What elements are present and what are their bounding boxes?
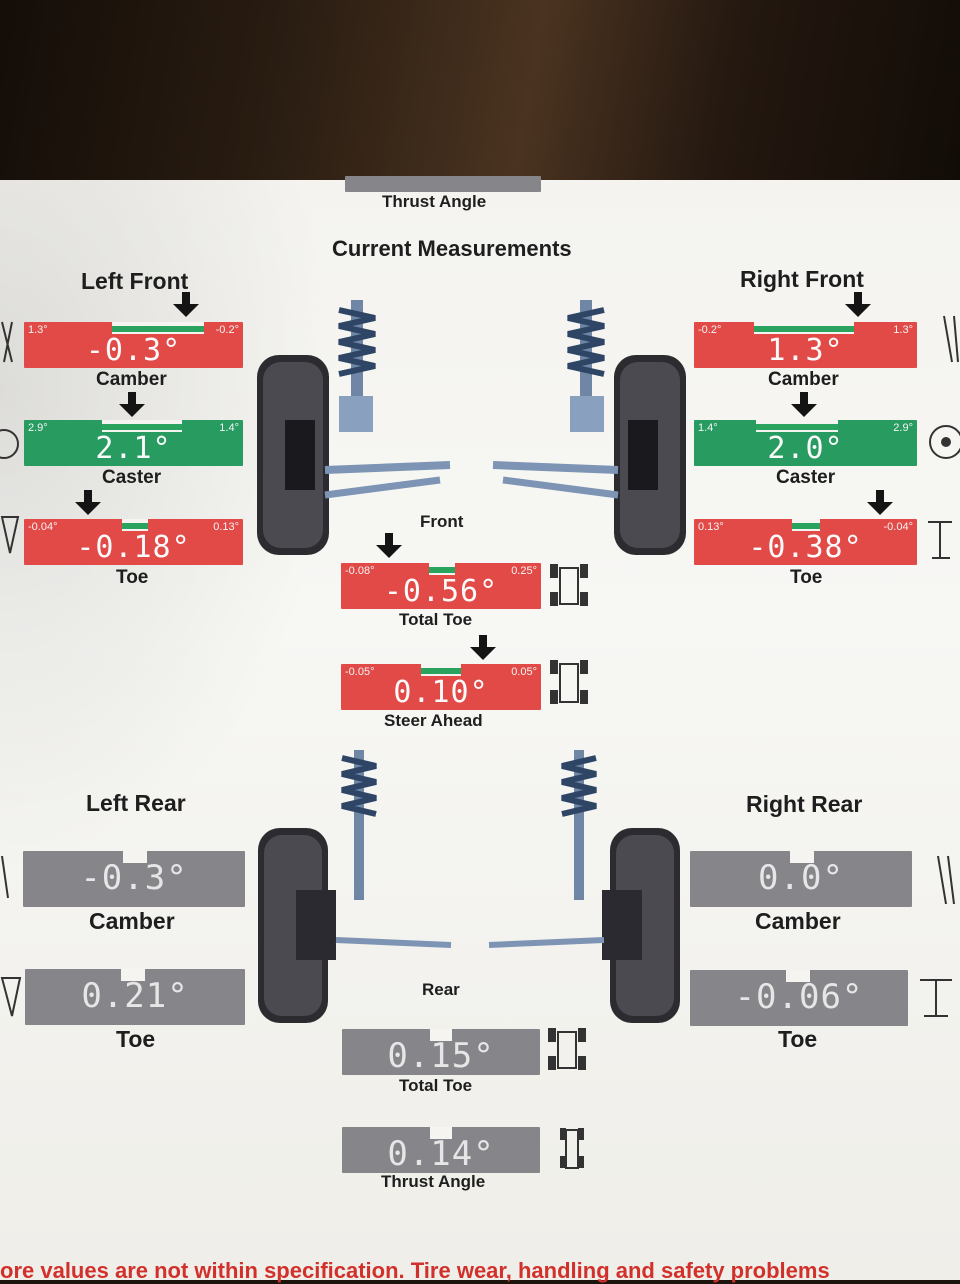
page-title: Current Measurements bbox=[332, 236, 572, 261]
front-total-toe-label: Total Toe bbox=[399, 610, 473, 629]
right-front-caster-label: Caster bbox=[776, 467, 836, 488]
right-front-caster-value: 2.0° bbox=[767, 431, 844, 466]
left-front-caster-max: 1.4° bbox=[219, 422, 239, 434]
rear-total-toe-gauge: 0.15° bbox=[342, 1029, 540, 1075]
left-rear-toe-label: Toe bbox=[116, 1026, 156, 1052]
front-total-toe-value: -0.56° bbox=[383, 574, 499, 609]
thrust-angle-label: Thrust Angle bbox=[381, 1172, 486, 1191]
right-front-caster-max: 2.9° bbox=[893, 422, 913, 434]
left-front-suspension-illustration bbox=[257, 300, 451, 555]
left-front-camber-label: Camber bbox=[96, 369, 167, 390]
left-front-toe-min: -0.04° bbox=[28, 521, 58, 533]
right-caster-side-icon bbox=[929, 425, 960, 459]
left-front-toe-max: 0.13° bbox=[213, 521, 239, 533]
right-rear-toe-side-icon bbox=[920, 979, 952, 1017]
left-front-toe-value: -0.18° bbox=[76, 530, 191, 565]
right-rear-camber-value: 0.0° bbox=[758, 858, 844, 898]
front-total-toe-gauge: -0.08° 0.25° -0.56° bbox=[341, 563, 541, 609]
left-rear-suspension-illustration bbox=[258, 750, 452, 1023]
right-front-header: Right Front bbox=[740, 266, 864, 292]
top-thrust-label: Thrust Angle bbox=[382, 192, 487, 211]
right-front-caster-min: 1.4° bbox=[698, 422, 718, 434]
right-rear-toe-label: Toe bbox=[778, 1026, 818, 1052]
rear-total-toe-car-icon bbox=[548, 1028, 586, 1070]
right-front-toe-label: Toe bbox=[790, 567, 823, 588]
right-front-toe-value: -0.38° bbox=[748, 530, 863, 565]
right-rear-camber-side-icon bbox=[937, 855, 955, 905]
left-front-camber-value: -0.3° bbox=[85, 333, 182, 368]
right-rear-header: Right Rear bbox=[746, 791, 863, 817]
rear-total-toe-value: 0.15° bbox=[387, 1036, 495, 1075]
left-front-caster-gauge: 2.9° 1.4° 2.1° bbox=[24, 420, 243, 466]
right-front-toe-max: -0.04° bbox=[883, 521, 913, 533]
rear-section-label: Rear bbox=[422, 980, 460, 999]
right-front-caster-gauge: 1.4° 2.9° 2.0° bbox=[694, 420, 917, 466]
left-rear-toe-value: 0.21° bbox=[81, 976, 189, 1016]
right-front-toe-min: 0.13° bbox=[698, 521, 724, 533]
left-front-camber-max: -0.2° bbox=[215, 324, 239, 336]
front-total-toe-min: -0.08° bbox=[345, 565, 375, 577]
steer-ahead-car-icon bbox=[550, 660, 588, 704]
steer-ahead-gauge: -0.05° 0.05° 0.10° bbox=[341, 664, 541, 710]
footer-warning-text: ore values are not within specification.… bbox=[0, 1258, 830, 1283]
steer-ahead-label: Steer Ahead bbox=[384, 711, 483, 730]
background-dark bbox=[0, 0, 960, 190]
left-front-caster-label: Caster bbox=[102, 467, 162, 488]
right-front-camber-gauge: -0.2° 1.3° 1.3° bbox=[694, 322, 917, 368]
left-rear-camber-value: -0.3° bbox=[80, 858, 188, 898]
thrust-angle-gauge: 0.14° bbox=[342, 1127, 540, 1173]
thrust-angle-car-icon bbox=[560, 1128, 584, 1169]
right-rear-toe-gauge: -0.06° bbox=[690, 970, 908, 1026]
right-toe-side-icon bbox=[928, 521, 952, 559]
toe-side-icon bbox=[0, 516, 20, 554]
right-front-toe-gauge: 0.13° -0.04° -0.38° bbox=[694, 519, 917, 565]
front-total-toe-max: 0.25° bbox=[511, 565, 537, 577]
right-front-camber-min: -0.2° bbox=[698, 324, 722, 336]
left-rear-toe-gauge: 0.21° bbox=[25, 969, 245, 1025]
steer-ahead-value: 0.10° bbox=[393, 675, 489, 710]
left-front-caster-value: 2.1° bbox=[95, 431, 172, 466]
left-front-header: Left Front bbox=[81, 268, 189, 294]
rear-toe-side-icon bbox=[0, 977, 22, 1017]
right-rear-suspension-illustration bbox=[488, 750, 680, 1023]
left-rear-header: Left Rear bbox=[86, 790, 186, 816]
rear-total-toe-label: Total Toe bbox=[399, 1076, 473, 1095]
left-front-caster-min: 2.9° bbox=[28, 422, 48, 434]
left-front-camber-gauge: 1.3° -0.2° -0.3° bbox=[24, 322, 243, 368]
right-camber-side-icon bbox=[943, 315, 959, 363]
front-section-label: Front bbox=[420, 512, 464, 531]
left-front-toe-gauge: -0.04° 0.13° -0.18° bbox=[24, 519, 243, 565]
caster-side-icon bbox=[0, 429, 19, 459]
steer-ahead-min: -0.05° bbox=[345, 666, 375, 678]
right-rear-camber-label: Camber bbox=[755, 908, 841, 934]
right-front-camber-label: Camber bbox=[768, 369, 839, 390]
left-rear-camber-gauge: -0.3° bbox=[23, 851, 245, 907]
top-thrust-gauge-partial bbox=[345, 176, 541, 192]
right-front-suspension-illustration bbox=[492, 300, 686, 555]
right-front-camber-max: 1.3° bbox=[893, 324, 913, 336]
thrust-angle-value: 0.14° bbox=[387, 1134, 495, 1173]
steer-ahead-max: 0.05° bbox=[511, 666, 537, 678]
right-rear-camber-gauge: 0.0° bbox=[690, 851, 912, 907]
right-front-camber-value: 1.3° bbox=[767, 333, 844, 368]
left-front-toe-label: Toe bbox=[116, 567, 149, 588]
left-rear-camber-label: Camber bbox=[89, 908, 175, 934]
right-rear-toe-value: -0.06° bbox=[734, 977, 864, 1017]
total-toe-car-icon bbox=[550, 564, 588, 606]
camber-side-icon bbox=[1, 321, 13, 363]
left-front-camber-min: 1.3° bbox=[28, 324, 48, 336]
rear-camber-side-icon bbox=[1, 855, 9, 899]
